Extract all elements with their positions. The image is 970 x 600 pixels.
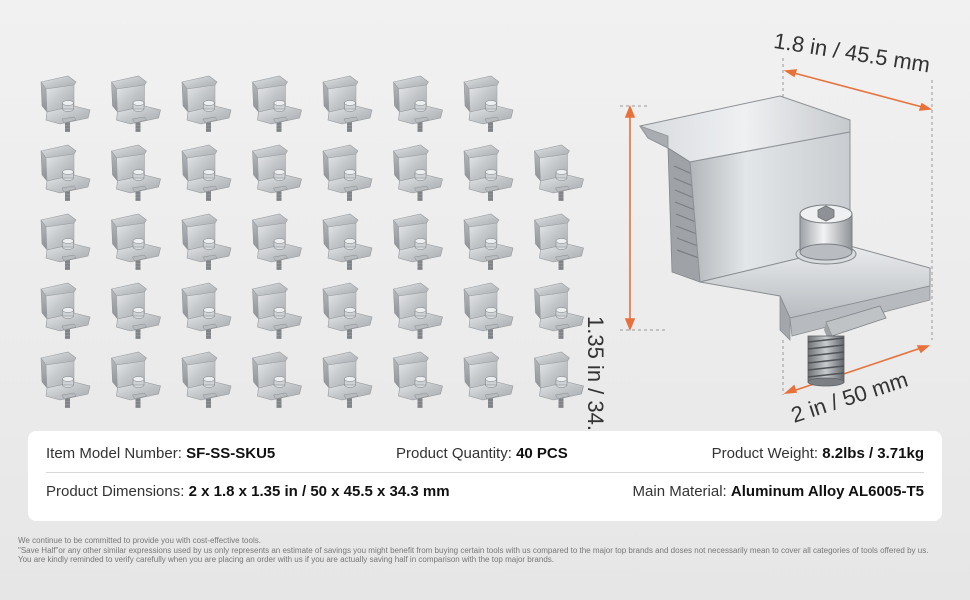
- dimension-guides: [620, 58, 933, 395]
- spec-material-value: Aluminum Alloy AL6005-T5: [730, 483, 924, 500]
- spec-quantity-value: 40 PCS: [516, 445, 568, 462]
- disclaimer: We continue to be committed to provide y…: [18, 536, 948, 565]
- spec-dimensions: Product Dimensions: 2 x 1.8 x 1.35 in / …: [46, 483, 450, 500]
- disclaimer-line-3: You are kindly reminded to verify carefu…: [18, 555, 554, 564]
- spec-model-value: SF-SS-SKU5: [186, 445, 276, 462]
- disclaimer-line-1: We continue to be committed to provide y…: [18, 536, 261, 545]
- spec-material-label: Main Material:: [632, 483, 727, 500]
- spec-dimensions-value: 2 x 1.8 x 1.35 in / 50 x 45.5 x 34.3 mm: [188, 483, 450, 500]
- spec-material: Main Material: Aluminum Alloy AL6005-T5: [633, 483, 924, 500]
- spec-model-number: Item Model Number: SF-SS-SKU5: [46, 445, 275, 462]
- main-clamp-illustration: [620, 58, 933, 395]
- spec-model-label: Item Model Number:: [46, 445, 182, 462]
- disclaimer-line-2: "Save Half"or any other similar expressi…: [18, 545, 929, 555]
- spec-weight-value: 8.2lbs / 3.71kg: [822, 445, 924, 462]
- main-clamp-body: [638, 95, 931, 387]
- spec-weight: Product Weight: 8.2lbs / 3.71kg: [712, 445, 924, 462]
- spec-divider: [46, 472, 924, 473]
- spec-weight-label: Product Weight:: [711, 445, 819, 462]
- spec-dimensions-label: Product Dimensions:: [46, 483, 185, 500]
- spec-quantity: Product Quantity: 40 PCS: [396, 445, 568, 462]
- spec-quantity-label: Product Quantity:: [396, 445, 512, 462]
- spec-card: Item Model Number: SF-SS-SKU5 Product Qu…: [28, 431, 942, 521]
